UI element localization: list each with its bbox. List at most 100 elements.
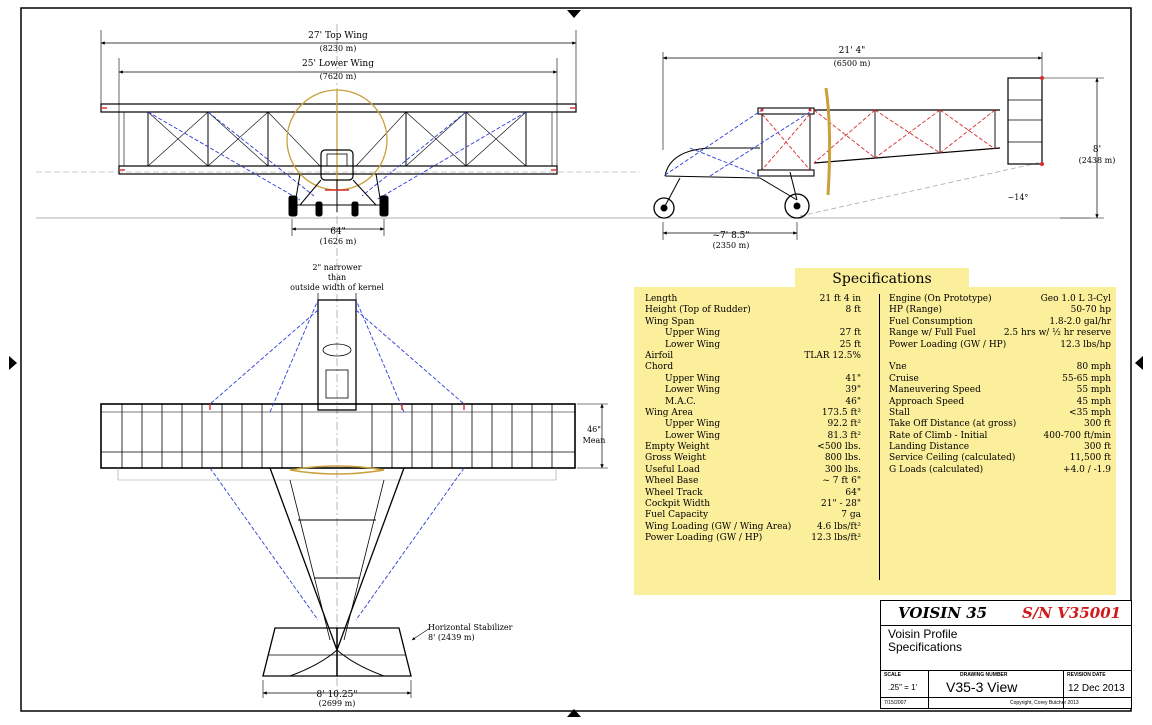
sheet-border bbox=[20, 7, 1132, 712]
top-view bbox=[100, 262, 608, 700]
chord-mean-dim: 46" bbox=[587, 425, 601, 434]
spec-label: Wheel Base bbox=[645, 476, 699, 487]
spec-value: 80 mph bbox=[1076, 362, 1111, 373]
title-block bbox=[880, 600, 1132, 709]
spec-label: Power Loading (GW / HP) bbox=[889, 339, 1007, 350]
spec-panel bbox=[634, 287, 1116, 595]
front-view bbox=[36, 24, 1090, 262]
spec-divider bbox=[879, 294, 880, 580]
spec-row: Vne 80 mph bbox=[889, 362, 1111, 373]
spec-label: Cockpit Width bbox=[645, 499, 711, 510]
spec-row: Length 21 ft 4 in bbox=[645, 294, 861, 305]
sheet-reference: 7/15/2007 bbox=[884, 700, 907, 706]
serial-number: S/N V35001 bbox=[1022, 604, 1122, 622]
stabilizer-label: Horizontal Stabilizer bbox=[428, 623, 513, 632]
drawing-number: V35-3 View bbox=[946, 679, 1018, 695]
spec-value: <500 lbs. bbox=[817, 442, 861, 453]
spec-label: Vne bbox=[889, 362, 907, 373]
spec-title: Specifications bbox=[832, 271, 932, 287]
spec-label: HP (Range) bbox=[889, 305, 943, 316]
aircraft-name: VOISIN 35 bbox=[898, 604, 988, 622]
spec-value: 8 ft bbox=[845, 305, 861, 316]
spec-row: Wing Loading (GW / Wing Area)4.6 lbs/ft² bbox=[645, 522, 861, 533]
drawing-number-label: DRAWING NUMBER bbox=[960, 672, 1008, 678]
spec-row: Lower Wing 39" bbox=[645, 385, 861, 396]
spec-value: 2.5 hrs w/ ½ hr reserve bbox=[1003, 328, 1111, 339]
spec-value: 12.3 lbs/ft² bbox=[811, 533, 861, 544]
spec-label: Service Ceiling (calculated) bbox=[889, 453, 1016, 464]
spec-value: 12.3 lbs/hp bbox=[1060, 339, 1111, 350]
spec-value: 11,500 ft bbox=[1069, 453, 1111, 464]
spec-label: Wheel Track bbox=[645, 487, 703, 498]
spec-row: Wheel Base~ 7 ft 6" bbox=[645, 476, 861, 487]
height-dim: 8' bbox=[1093, 145, 1101, 155]
height-dim-mm: (2438 m) bbox=[1079, 156, 1116, 165]
side-view bbox=[653, 52, 1104, 240]
spec-label: Fuel Consumption bbox=[889, 316, 973, 327]
spec-value: 173.5 ft² bbox=[821, 407, 861, 418]
lower-wing-dim-mm: (7620 m) bbox=[320, 72, 357, 81]
spec-label: Cruise bbox=[889, 373, 919, 384]
length-dim: 21' 4" bbox=[839, 46, 866, 56]
spec-value: 46" bbox=[845, 396, 861, 407]
spec-value: Geo 1.0 L 3-Cyl bbox=[1040, 294, 1111, 304]
spec-label: Approach Speed bbox=[889, 396, 965, 407]
spec-row: Engine (On Prototype)Geo 1.0 L 3-Cyl bbox=[889, 294, 1111, 305]
spec-value: 81.3 ft² bbox=[827, 430, 861, 441]
spec-row: Service Ceiling (calculated) 11,500 ft bbox=[889, 453, 1111, 464]
spec-row: M.A.C. 46" bbox=[645, 397, 861, 408]
center-marker-left bbox=[9, 356, 17, 370]
spec-label: Landing Distance bbox=[889, 442, 970, 453]
spec-value: 92.2 ft² bbox=[827, 419, 861, 430]
spec-row: G Loads (calculated)+4.0 / -1.9 bbox=[889, 465, 1111, 476]
spec-label: Length bbox=[645, 294, 678, 304]
spec-row: Lower Wing 81.3 ft² bbox=[645, 431, 861, 442]
spec-label: Power Loading (GW / HP) bbox=[645, 533, 763, 544]
spec-row: Wing Span bbox=[645, 317, 861, 328]
spec-label: Chord bbox=[645, 362, 674, 373]
spec-label: Lower Wing bbox=[665, 339, 721, 350]
title-block-rule bbox=[928, 670, 929, 709]
spec-value: TLAR 12.5% bbox=[804, 350, 861, 361]
spec-value: 27 ft bbox=[839, 328, 861, 339]
spec-label: Lower Wing bbox=[665, 385, 721, 396]
wheel-track-dim: 64" bbox=[330, 227, 346, 237]
spec-label: M.A.C. bbox=[665, 396, 696, 407]
spec-value: 400-700 ft/min bbox=[1043, 430, 1111, 441]
spec-label: Wing Span bbox=[645, 316, 695, 327]
spec-value: 300 ft bbox=[1084, 419, 1111, 430]
scale-value: .25" = 1' bbox=[888, 683, 918, 692]
spec-value: 39" bbox=[845, 385, 861, 396]
spec-value: 21 ft 4 in bbox=[819, 294, 861, 304]
narrow-note-1: 2" narrower bbox=[312, 263, 361, 272]
title-block-rule bbox=[880, 670, 1132, 671]
spec-value: 50-70 hp bbox=[1070, 305, 1111, 316]
description-line-1: Voisin Profile bbox=[888, 627, 958, 641]
spec-label: Upper Wing bbox=[665, 373, 721, 384]
spec-label: Lower Wing bbox=[665, 430, 721, 441]
spec-label: Airfoil bbox=[645, 350, 674, 361]
wheel-base-dim: ~7' 8.5" bbox=[712, 231, 749, 241]
narrow-note-3: outside width of kernel bbox=[290, 283, 384, 292]
stabilizer-width-dim-mm: (2699 m) bbox=[319, 699, 356, 708]
spec-value: <35 mph bbox=[1069, 407, 1111, 418]
top-wing-dim-mm: (8230 m) bbox=[320, 44, 357, 53]
spec-label: Upper Wing bbox=[665, 328, 721, 339]
spec-value: +4.0 / -1.9 bbox=[1063, 464, 1111, 475]
spec-row: HP (Range) 50-70 hp bbox=[889, 305, 1111, 316]
title-block-rule bbox=[1063, 670, 1064, 709]
wheel-track-dim-mm: (1626 m) bbox=[320, 237, 357, 246]
